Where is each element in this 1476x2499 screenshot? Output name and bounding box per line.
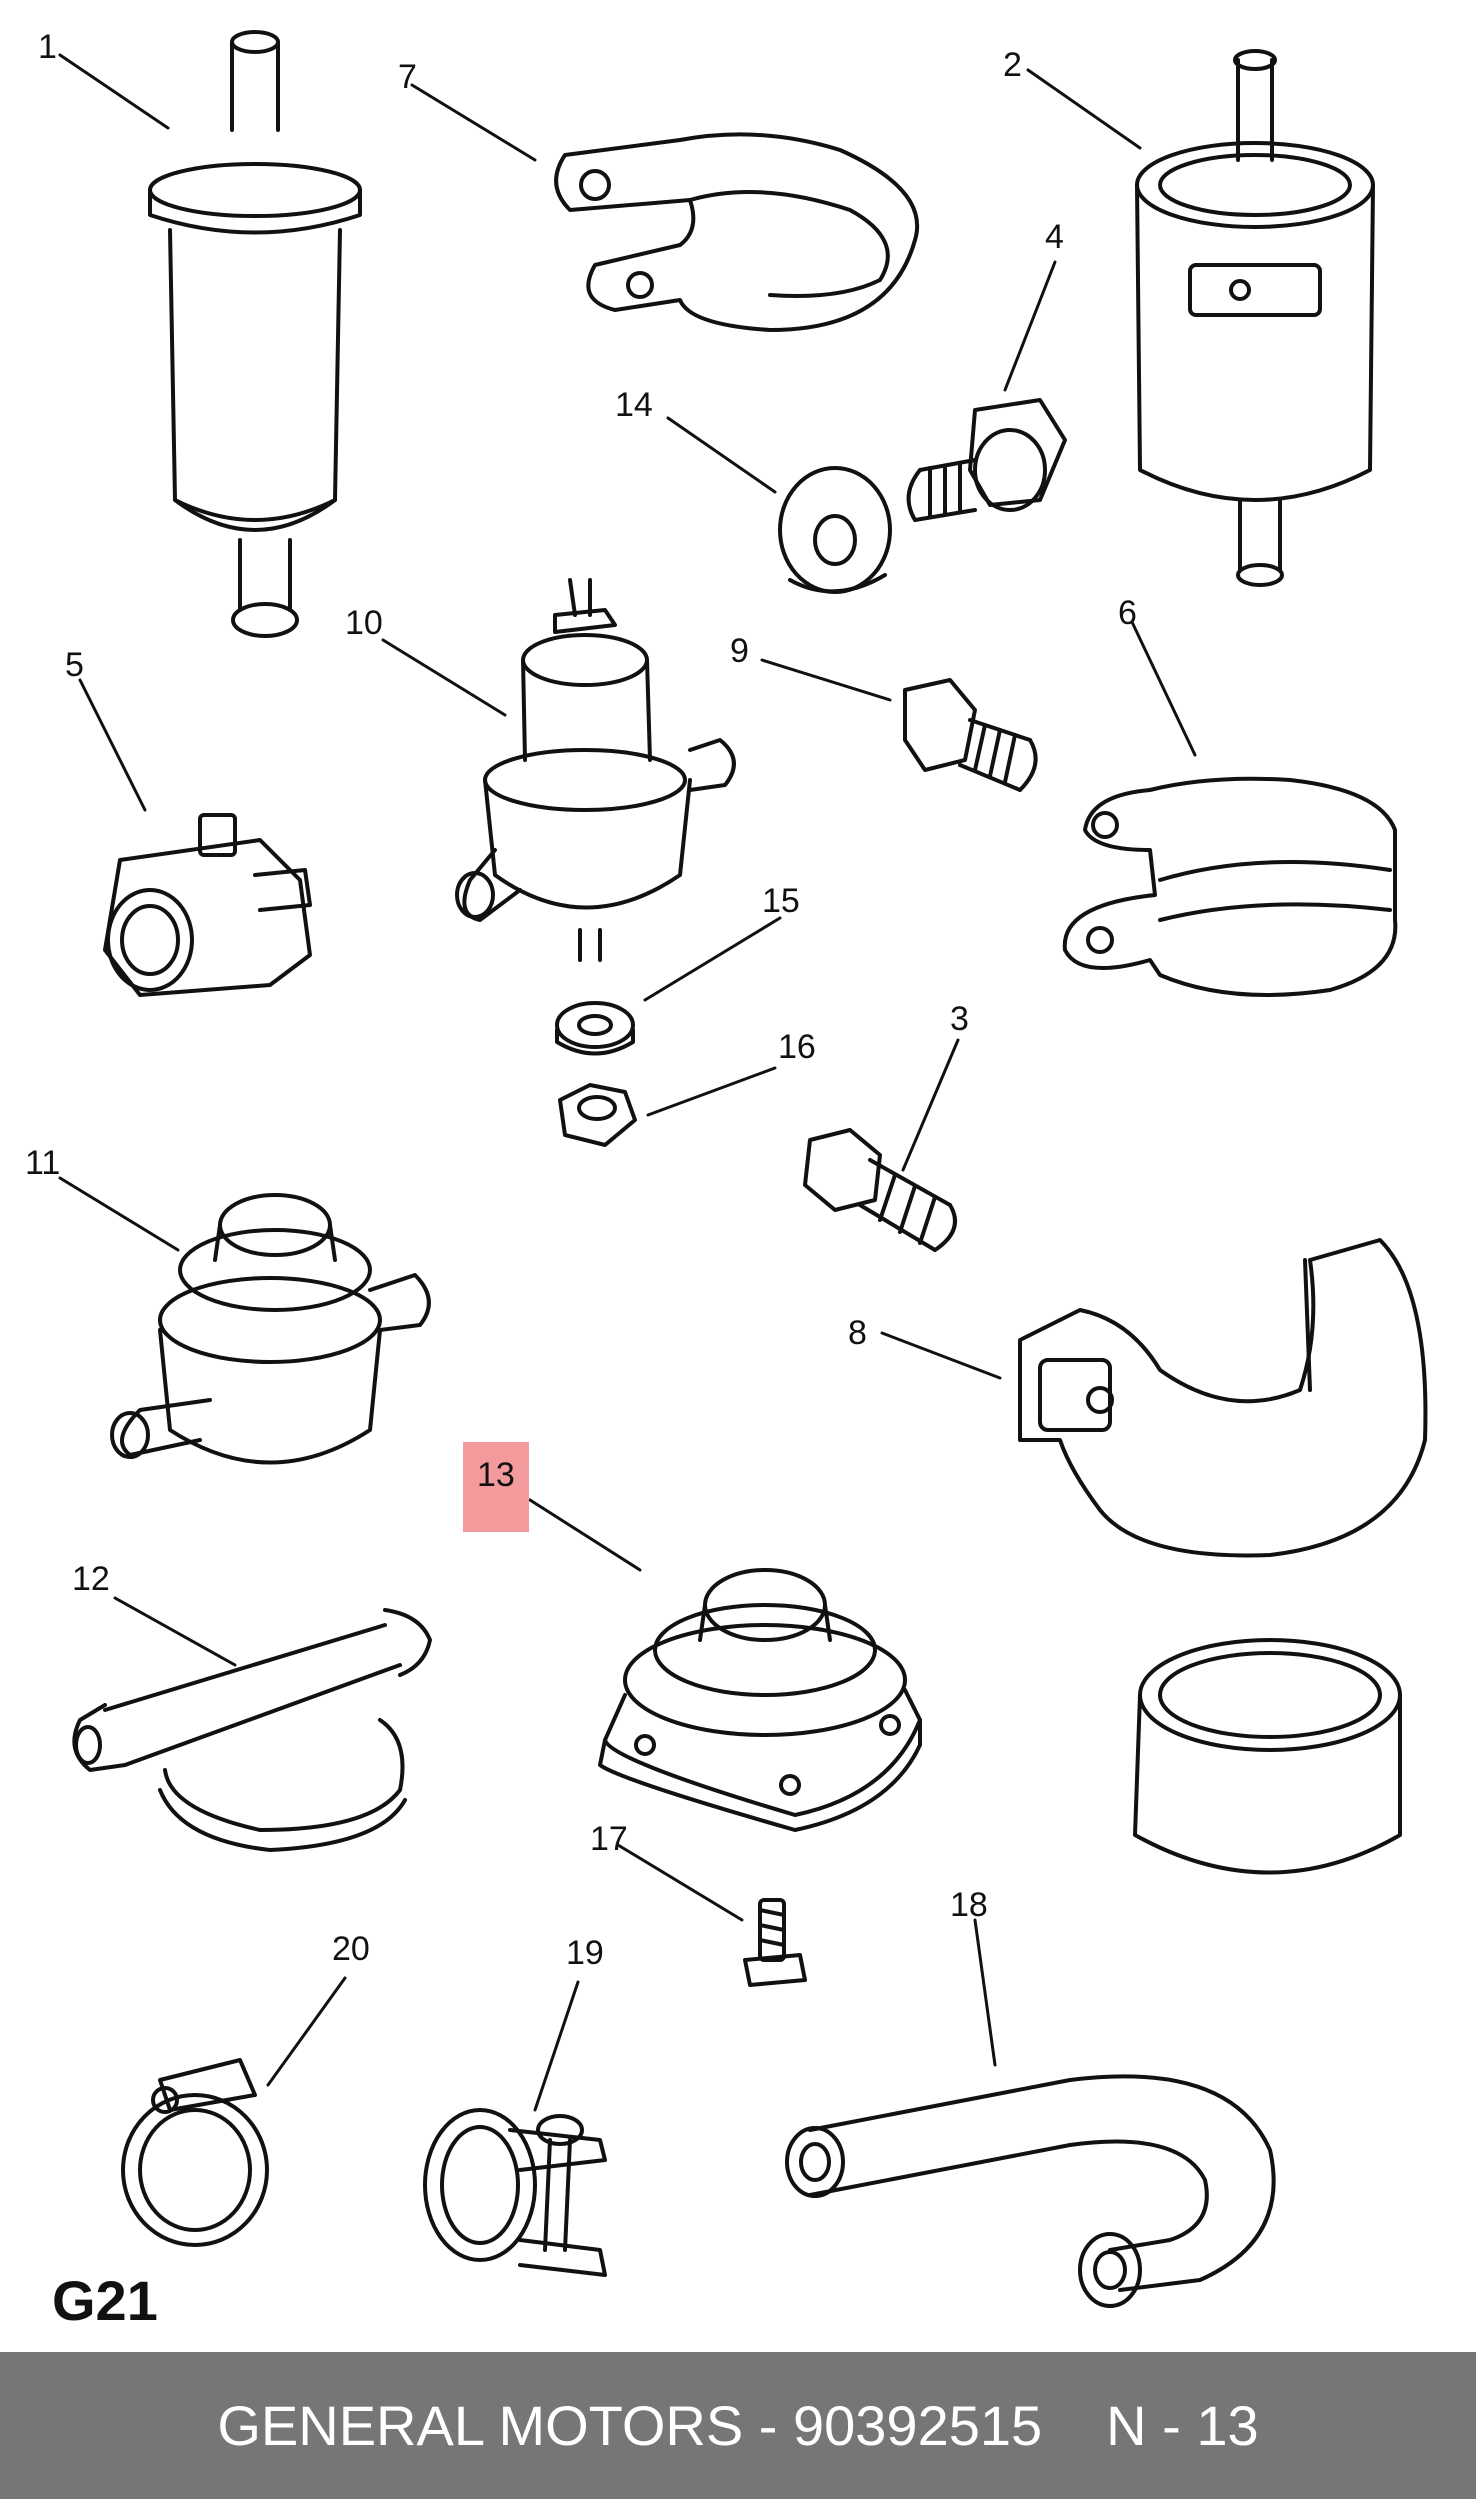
part-5-connector [103, 813, 312, 997]
footer-bar: GENERAL MOTORS - 90392515 N - 13 [0, 2352, 1476, 2499]
callout-9: 9 [730, 632, 749, 670]
callout-11: 11 [25, 1144, 61, 1182]
part-17-screw [743, 1898, 807, 1987]
leader-lines [58, 53, 1197, 2112]
callout-15: 15 [762, 882, 800, 920]
callout-17: 17 [590, 1820, 628, 1858]
callout-1: 1 [38, 28, 57, 66]
part-9-flange-bolt [903, 678, 1038, 792]
part-18-bent-hose [785, 2074, 1276, 2308]
callout-3: 3 [950, 1000, 969, 1038]
callout-8: 8 [848, 1314, 867, 1352]
part-6-band-clamp [1062, 776, 1398, 997]
callout-16: 16 [778, 1028, 816, 1066]
part-10-pressure-regulator [455, 578, 736, 962]
part-14-washer [778, 466, 892, 594]
part-16-hex-nut [558, 1083, 637, 1147]
sheet-code: G21 [52, 2269, 158, 2332]
callout-6: 6 [1118, 594, 1137, 632]
callout-7: 7 [398, 58, 417, 96]
part-15-lock-washer [555, 1001, 635, 1056]
callout-14: 14 [615, 386, 653, 424]
part-2-canister-filter [1135, 49, 1375, 587]
callout-18: 18 [950, 1886, 988, 1924]
part-sleeve [1133, 1638, 1402, 1875]
part-7-bracket-clamp [554, 132, 920, 332]
part-12-pipe-fitting [72, 1608, 432, 1852]
callout-5: 5 [65, 646, 84, 684]
callout-10: 10 [345, 604, 383, 642]
exploded-parts-diagram: 1 2 3 4 5 6 7 8 9 10 11 13 12 14 15 16 1… [25, 28, 1428, 2332]
part-13-vacuum-unit [598, 1568, 922, 1832]
part-11-regulator [110, 1193, 431, 1465]
footer-page-label: N - 13 [1106, 2394, 1259, 2457]
footer-brand-part-number: GENERAL MOTORS - 90392515 [217, 2394, 1043, 2457]
part-1-inline-filter [148, 30, 362, 638]
callout-13-highlighted: 13 [463, 1442, 529, 1532]
parts-drawing [58, 30, 1428, 2308]
callout-19: 19 [566, 1934, 604, 1972]
callout-13-label: 13 [477, 1456, 515, 1494]
part-3-bolt [803, 1128, 957, 1252]
callout-20: 20 [332, 1930, 370, 1968]
part-20-hose-clamp [121, 2058, 269, 2247]
callout-12: 12 [72, 1560, 110, 1598]
part-4-flange-bolt [906, 398, 1067, 522]
part-19-clip-clamp [423, 2108, 607, 2277]
part-8-bracket [1018, 1238, 1428, 1558]
callout-4: 4 [1045, 218, 1064, 256]
callout-2: 2 [1003, 46, 1022, 84]
